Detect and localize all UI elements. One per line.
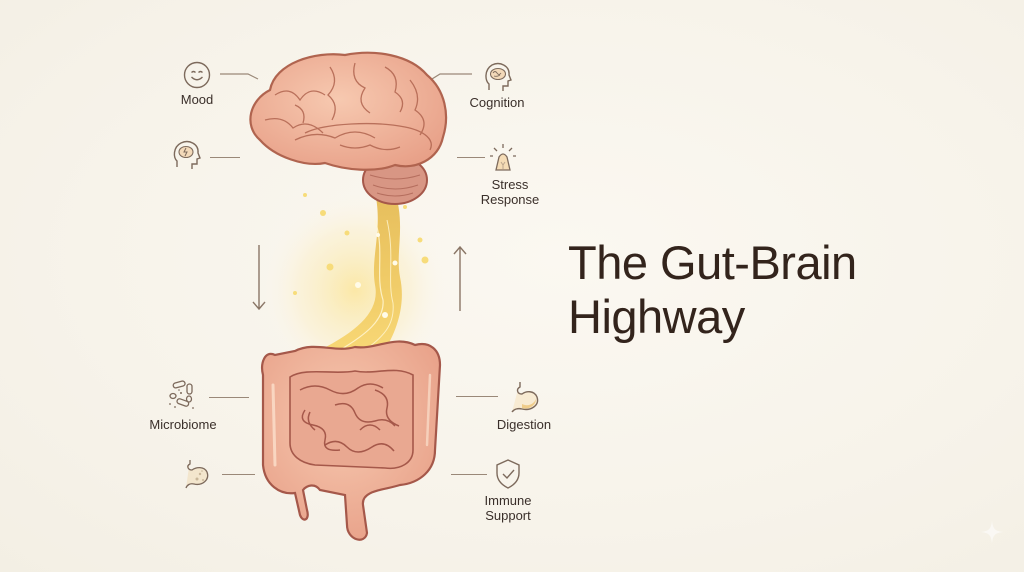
- stress-label-line2: Response: [480, 192, 540, 207]
- immune-label-line1: Immune: [484, 493, 532, 508]
- digestion-label: Digestion: [496, 417, 552, 432]
- brain-left-connector: [210, 157, 240, 158]
- mood-connector: [220, 73, 259, 80]
- immune-label-line2: Support: [485, 508, 531, 523]
- stomach-icon: [508, 380, 542, 414]
- mood-label: Mood: [180, 92, 214, 107]
- stomach-dots-icon: [182, 458, 212, 490]
- stress-response-label: Stress Response: [475, 177, 545, 207]
- digestion-connector: [456, 396, 498, 397]
- gut-brain-illustration: [249, 51, 450, 541]
- gut-left-connector: [222, 474, 255, 475]
- cognition-label: Cognition: [469, 95, 525, 110]
- up-arrow-icon: [453, 245, 467, 311]
- shield-check-icon: [494, 458, 522, 490]
- title-line1: The Gut-Brain: [568, 236, 857, 289]
- immune-support-label: Immune Support: [474, 493, 542, 523]
- microbiome-connector: [209, 397, 249, 398]
- bacteria-icon: [167, 380, 197, 412]
- microbiome-label: Microbiome: [149, 417, 217, 432]
- page-title: The Gut-Brain Highway: [568, 236, 857, 344]
- head-brain-lightning-icon: [171, 139, 203, 173]
- stress-label-line1: Stress: [491, 177, 529, 192]
- stress-connector: [457, 157, 485, 158]
- alarm-light-icon: [488, 143, 518, 173]
- title-line2: Highway: [568, 290, 745, 343]
- sparkle-watermark-icon: [981, 521, 1003, 543]
- smiley-face-icon: [182, 60, 212, 90]
- immune-connector: [451, 474, 487, 475]
- head-brain-icon: [481, 60, 513, 94]
- cognition-connector: [432, 73, 472, 80]
